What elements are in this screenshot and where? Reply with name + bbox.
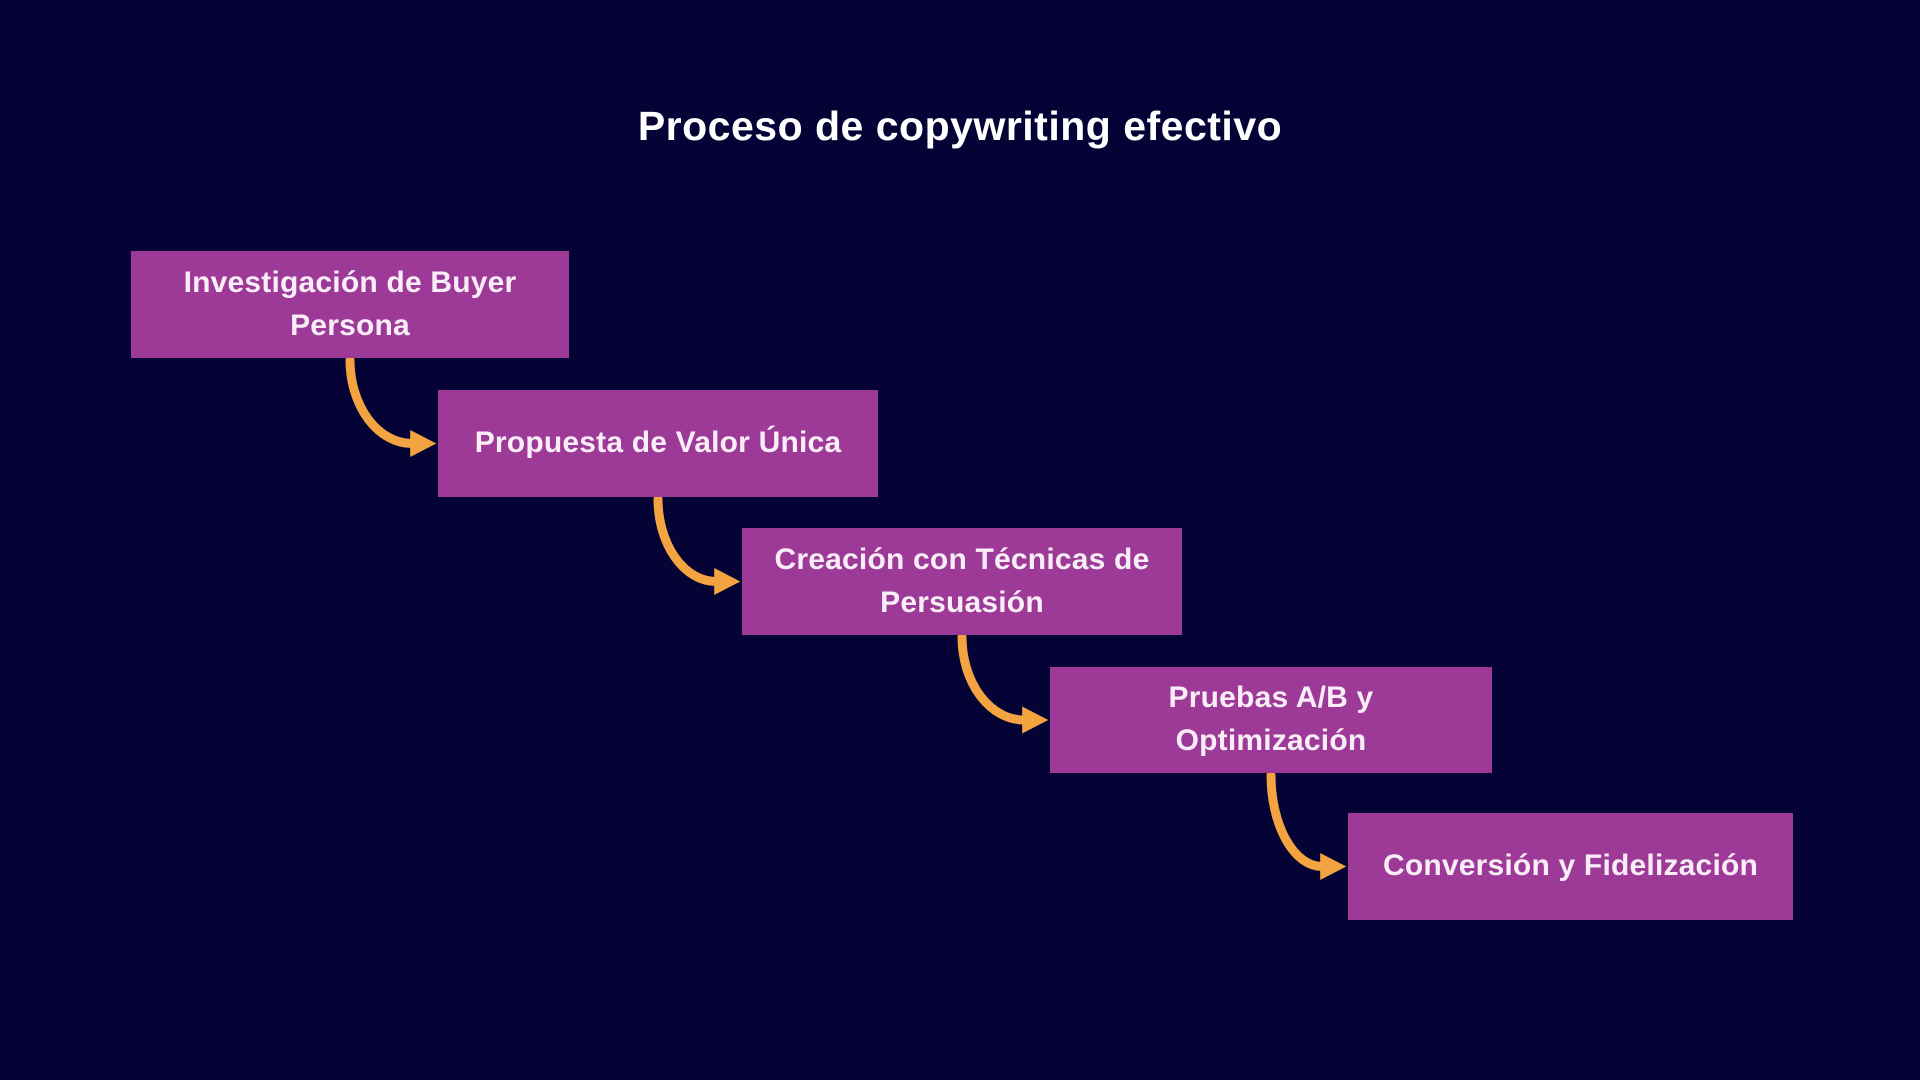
flow-arrow-2 [653,494,741,595]
step-box-1: Investigación de Buyer Persona [131,251,569,358]
page-title: Proceso de copywriting efectivo [637,103,1283,149]
step-box-4: Pruebas A/B y Optimización [1050,667,1492,773]
flow-arrow-1 [345,355,437,457]
flow-arrow-4 [1266,770,1347,880]
flow-arrow-3 [957,632,1049,734]
step-box-5: Conversión y Fidelización [1348,813,1793,920]
step-label-5: Conversión y Fidelización [1382,849,1759,883]
step-label-1: Investigación de Buyer Persona [183,265,517,342]
step-label-4: Pruebas A/B y Optimización [1168,681,1374,757]
step-box-3: Creación con Técnicas de Persuasión [742,528,1182,635]
step-label-2: Propuesta de Valor Única [474,426,842,460]
step-label-3: Creación con Técnicas de Persuasión [774,542,1150,619]
step-box-2: Propuesta de Valor Única [438,390,878,497]
